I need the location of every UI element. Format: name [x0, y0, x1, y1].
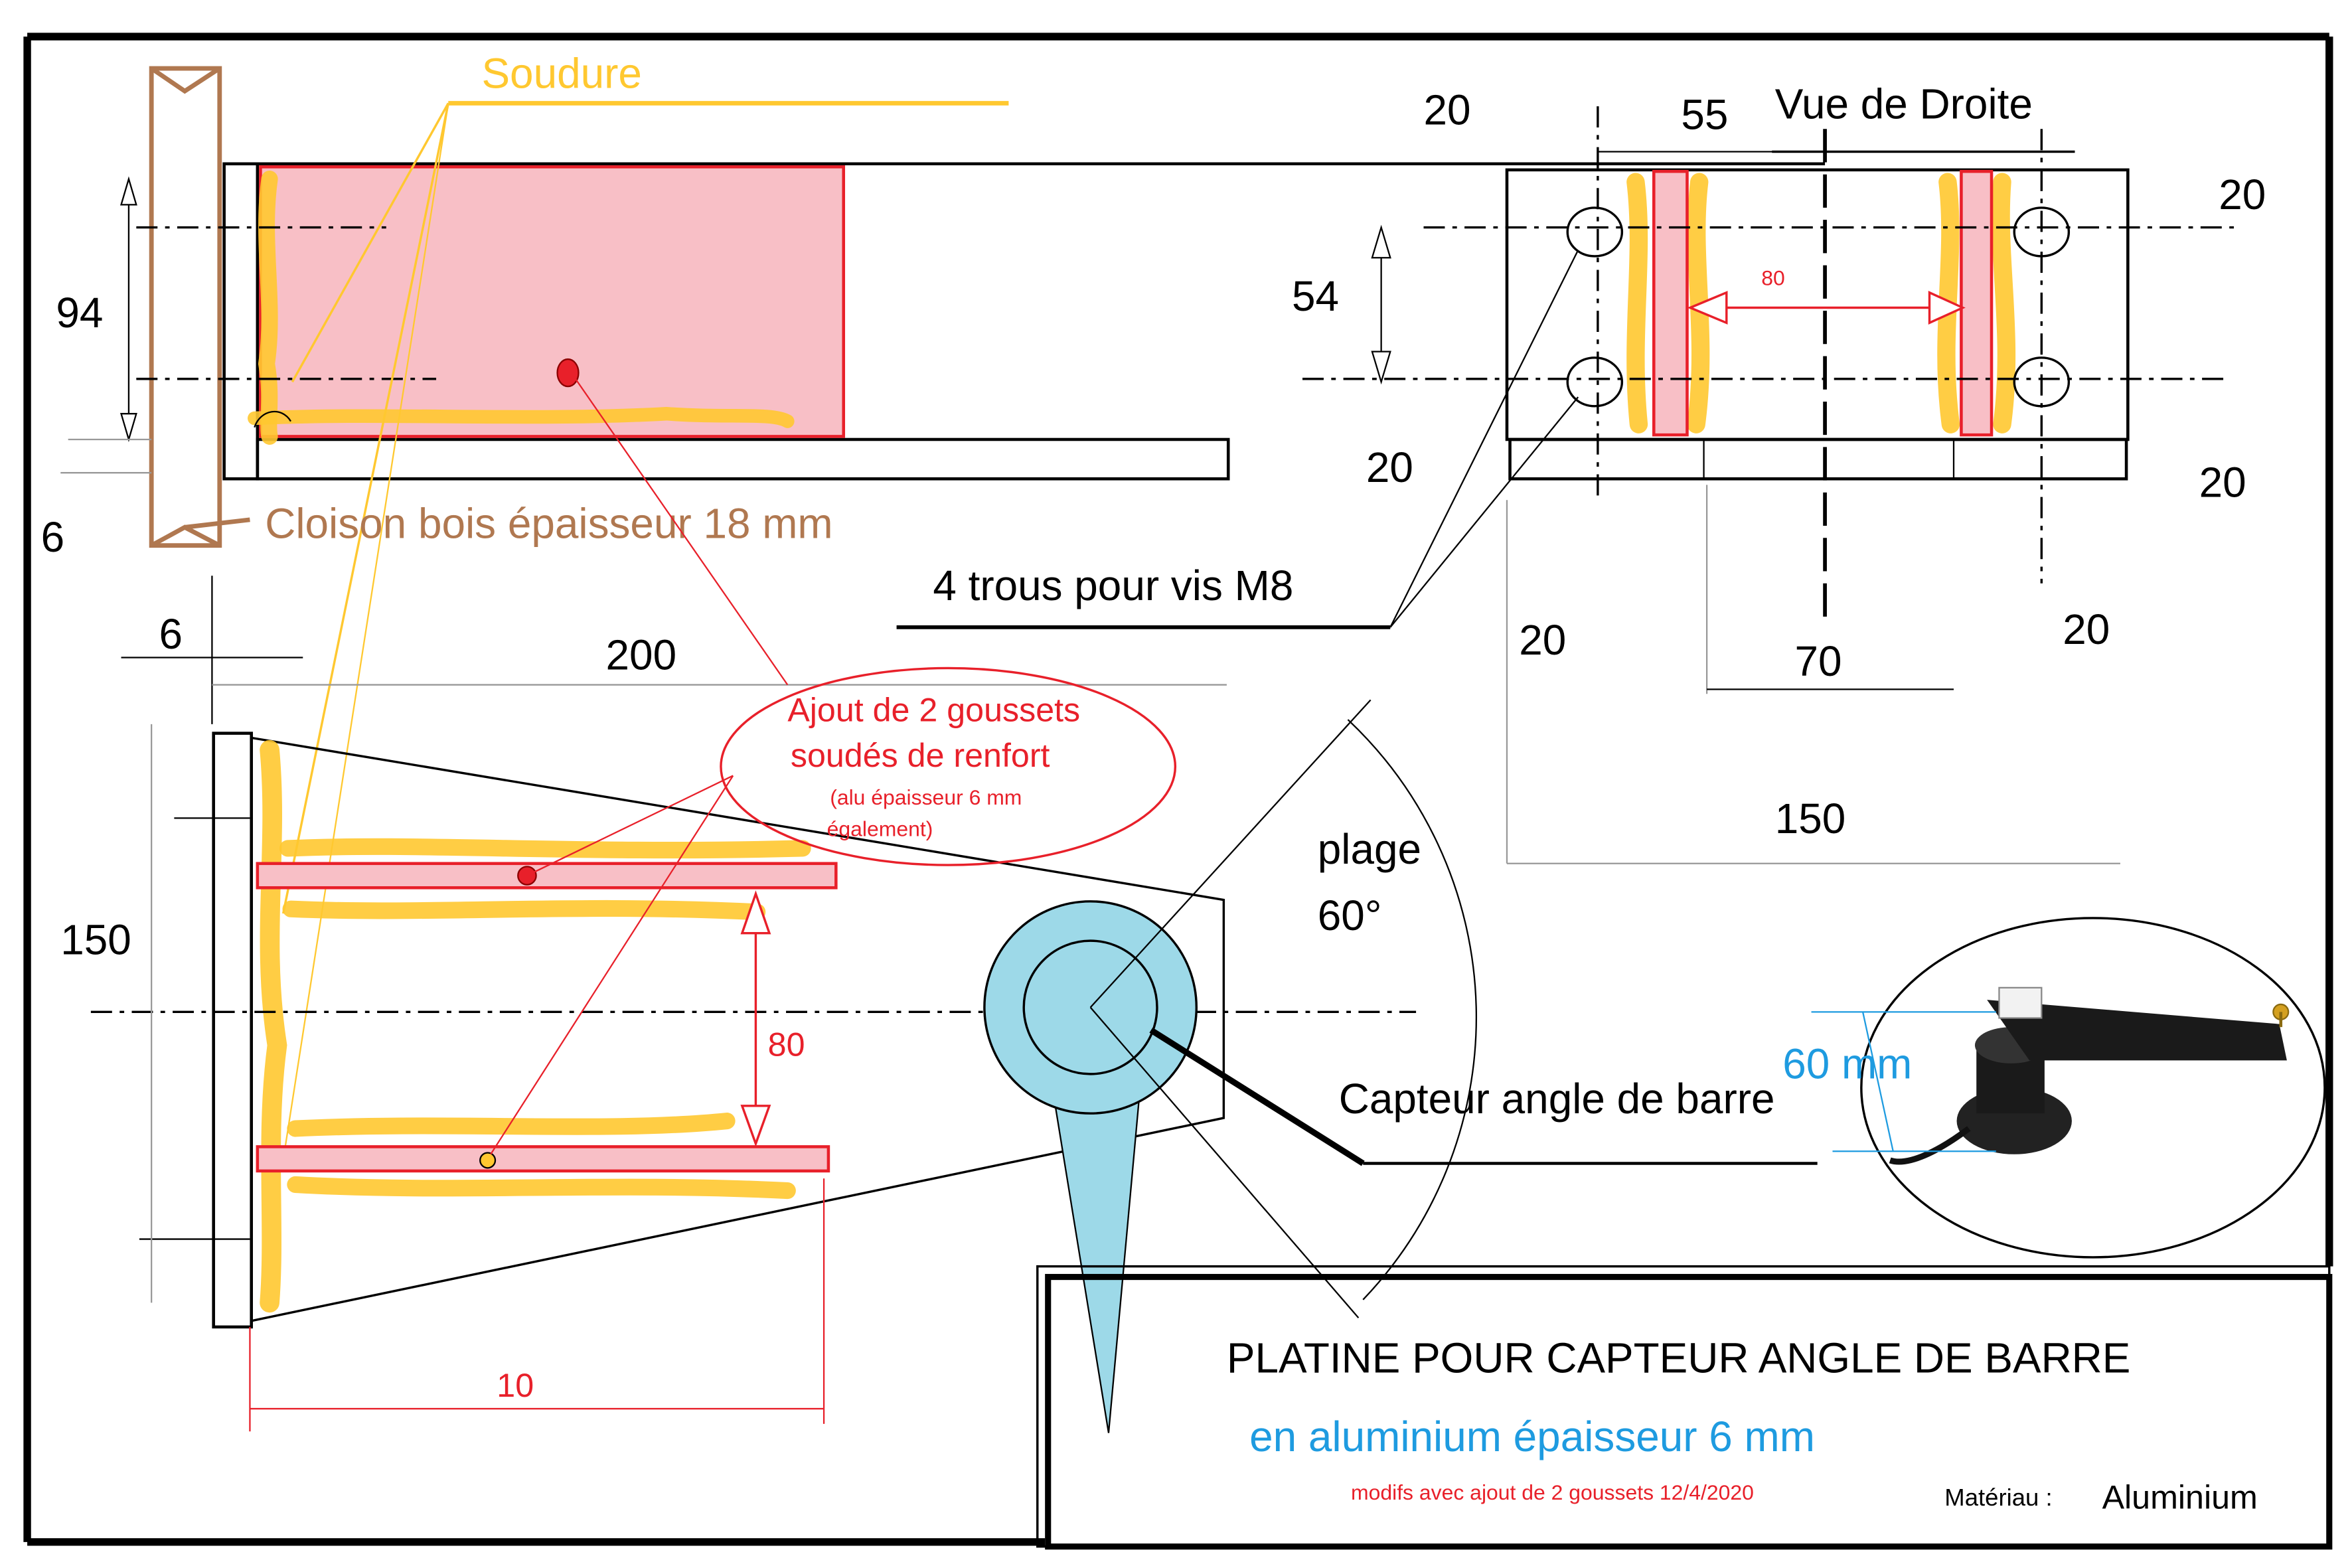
rv-dim-54: 54	[1292, 272, 1339, 320]
range-arc	[1347, 719, 1478, 1300]
gusset-top-view	[259, 165, 846, 438]
weld-top-view	[258, 171, 278, 445]
partition-label: Cloison bois épaisseur 18 mm	[265, 499, 832, 547]
dim-6-left: 6	[41, 513, 65, 561]
gusset-right-2	[1960, 169, 1994, 437]
dim-200: 200	[606, 631, 677, 679]
holes-label: 4 trous pour vis M8	[933, 562, 1293, 609]
rv-dim-20-mid-right: 20	[2199, 459, 2246, 507]
hole-top-left	[1566, 206, 1624, 258]
dim-94: 94	[56, 289, 103, 337]
gusset-lower	[256, 1145, 830, 1173]
title-block-title: PLATINE POUR CAPTEUR ANGLE DE BARRE	[1227, 1334, 2130, 1381]
gusset-right-1	[1652, 169, 1689, 437]
gussets-note-4: également)	[827, 817, 933, 841]
gussets-note-1: Ajout de 2 goussets	[787, 691, 1080, 728]
gussets-note-3: (alu épaisseur 6 mm	[830, 785, 1022, 809]
rv-dim-150: 150	[1775, 795, 1846, 842]
top-view: Soudure Cloison bois épaisseur 18 mm 94 …	[41, 50, 1826, 1170]
title-block-subtitle: en aluminium épaisseur 6 mm	[1249, 1413, 1815, 1460]
sensor-height-label: 60 mm	[1782, 1040, 1912, 1088]
plate-side	[222, 162, 260, 481]
dim-150-left: 150	[60, 916, 131, 964]
wood-partition	[149, 66, 222, 548]
rv-dim-20-top-left: 20	[1424, 86, 1471, 133]
tapered-arm	[250, 736, 1225, 1322]
rv-dim-20-top-right: 20	[2219, 171, 2266, 218]
dim-80-side: 80	[768, 1026, 805, 1063]
sensor-photo-callout: 60 mm	[1782, 917, 2326, 1259]
sensor-label: Capteur angle de barre	[1339, 1075, 1775, 1123]
bottom-plate	[256, 437, 1230, 481]
title-block-note: modifs avec ajout de 2 goussets 12/4/202…	[1351, 1480, 1754, 1504]
drawing-frame	[23, 33, 2333, 1546]
range-label-1: plage	[1318, 825, 1421, 873]
gusset-upper	[256, 862, 838, 890]
vertical-plate	[212, 732, 253, 1329]
right-view-plate	[1505, 168, 2130, 441]
rv-dim-70: 70	[1794, 637, 1842, 685]
rv-dim-20-mid-left: 20	[1366, 443, 1413, 491]
rv-dim-20-bottom-right: 20	[2063, 605, 2110, 653]
dim-6-top: 6	[159, 610, 183, 658]
material-value: Aluminium	[2102, 1479, 2258, 1516]
weld-label: Soudure	[481, 50, 641, 98]
gussets-note-2: soudés de renfort	[791, 737, 1050, 774]
range-label-2: 60°	[1318, 892, 1382, 939]
right-view: Vue de Droite 4 trous pour vis M8 20 55 …	[896, 80, 2266, 864]
weld-side-view	[260, 740, 287, 1313]
rv-dim-20-bottom-left: 20	[1519, 616, 1566, 664]
title-block: PLATINE POUR CAPTEUR ANGLE DE BARRE en a…	[1036, 1265, 2333, 1550]
gussets-callout	[720, 666, 1177, 866]
dim-10: 10	[497, 1367, 534, 1404]
right-view-title: Vue de Droite	[1775, 80, 2033, 127]
weld-right-view	[1626, 173, 1648, 433]
rv-dim-55: 55	[1681, 90, 1728, 138]
side-view: 6 200 150 80 10 Ajou	[60, 378, 1417, 1432]
material-label: Matériau :	[1944, 1484, 2052, 1511]
sensor-view: plage 60° Capteur angle de barre	[983, 699, 1818, 1433]
rv-dim-80: 80	[1761, 266, 1785, 289]
hole-bottom-left	[1566, 356, 1624, 408]
